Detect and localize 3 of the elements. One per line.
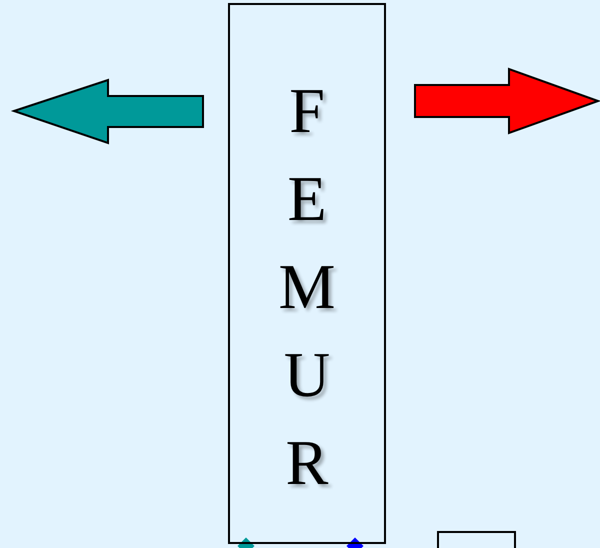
vertical-label: FEMUR: [278, 74, 336, 500]
empty-box: [437, 531, 516, 548]
bone-label-box: [228, 3, 386, 544]
